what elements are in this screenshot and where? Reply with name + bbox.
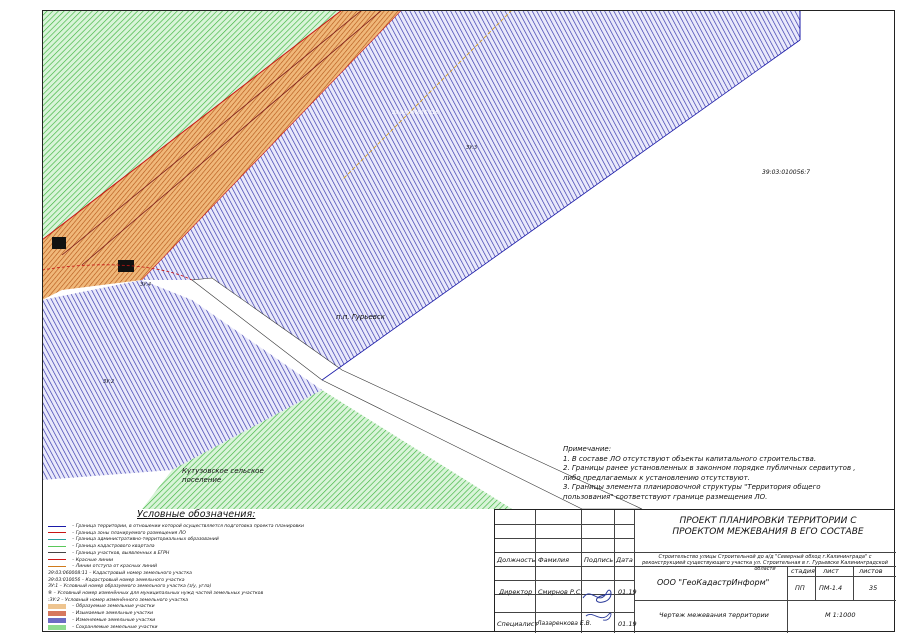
row1-position: Директор <box>499 588 533 596</box>
legend-swatch <box>48 617 66 623</box>
legend: Условные обозначения: – Граница территор… <box>42 509 494 632</box>
orange-corridor <box>42 10 402 300</box>
legend-item: ⑧ – Условный номер изменённых для муници… <box>48 590 263 597</box>
parcel-label-top: 39:03:040016:316 <box>392 110 439 116</box>
legend-swatch <box>48 538 66 541</box>
legend-label: – Граница участков, выявленных в ЕГРН <box>72 550 170 556</box>
object-description: Строительство улицы Строительной до а/д … <box>642 554 888 572</box>
col-date: Дата <box>616 556 633 564</box>
title-block: ПРОЕКТ ПЛАНИРОВКИ ТЕРРИТОРИИ С ПРОЕКТОМ … <box>494 509 896 633</box>
legend-item: – Красные линии <box>48 557 113 564</box>
legend-label: – Граница кадастрового квартала <box>72 544 155 550</box>
legend-swatch <box>48 552 66 554</box>
drawing-name: Чертеж межевания территории <box>659 611 769 619</box>
legend-item: ЗУ:1 – Условный номер образуемого земель… <box>48 583 211 590</box>
legend-swatch <box>48 604 66 610</box>
blue-parcel-left <box>42 280 322 480</box>
scale-value: М 1:1000 <box>825 611 856 619</box>
legend-label: – Изымаемые земельные участки <box>72 611 154 617</box>
legend-item: – Образуемые земельные участки <box>48 603 155 610</box>
legend-swatch <box>48 525 66 528</box>
legend-label: :ЗУ:2 – Условный номер изменённого земел… <box>48 597 189 603</box>
legend-label: – Граница территории, в отношении которо… <box>72 524 304 529</box>
stage-value: ПП <box>795 584 805 592</box>
row1-surname: Смирнов Р.С. <box>538 588 583 596</box>
legend-label: – Граница административно-территориальны… <box>72 537 219 543</box>
legend-label: – Сохраняемые земельные участки <box>72 624 158 630</box>
project-title: ПРОЕКТ ПЛАНИРОВКИ ТЕРРИТОРИИ С ПРОЕКТОМ … <box>672 516 864 537</box>
parcel-number-label: 39:03:010056:7 <box>762 169 811 176</box>
col-signature: Подпись <box>584 556 614 564</box>
legend-item: – Граница участков, выявленных в ЕГРН <box>48 550 169 557</box>
sheet-value: ПМ-1.4 <box>819 584 843 592</box>
green-parcel-bottom <box>142 390 512 509</box>
row2-date: 01.19 <box>618 620 637 628</box>
legend-item: – Граница кадастрового квартала <box>48 543 155 550</box>
legend-swatch <box>48 559 66 561</box>
legend-item: 39:03:010056 – Кадастровый номер земельн… <box>48 577 185 584</box>
signature-director-icon <box>582 589 612 621</box>
legend-label: – Линии отступа от красных линий <box>72 564 158 570</box>
legend-swatch <box>48 611 66 617</box>
zu-label-2: ЗУ:2 <box>103 379 115 385</box>
legend-label: – Образуемые земельные участки <box>72 604 155 610</box>
legend-label: 39:03:060008:11 – Кадастровый номер земе… <box>48 570 192 576</box>
legend-item: – Граница территории, в отношении которо… <box>48 523 304 530</box>
legend-label: – Граница зоны планируемого размещения Л… <box>72 530 186 536</box>
legend-item: – Граница зоны планируемого размещения Л… <box>48 530 186 537</box>
legend-item: – Изымаемые земельные участки <box>48 610 153 617</box>
boundary-marker-icon <box>52 237 66 249</box>
notes-block: Примечание: 1. В составе ЛО отсутствуют … <box>563 445 873 502</box>
legend-item: – Линии отступа от красных линий <box>48 563 157 570</box>
row1-date: 01.19 <box>618 588 637 596</box>
sheet-label: лист <box>823 567 839 575</box>
col-position: Должность <box>497 556 536 564</box>
stage-label: стадия <box>791 567 815 575</box>
legend-item: – Сохраняемые земельные участки <box>48 624 158 631</box>
notes-line-2: 2. Границы ранее установленных в законно… <box>563 464 856 482</box>
sheets-label: листов <box>859 567 883 575</box>
legend-label: – Красные линии <box>72 557 114 563</box>
legend-title: Условные обозначения: <box>137 509 256 520</box>
notes-line-3: 3. Границы элемента планировочной структ… <box>563 483 821 501</box>
legend-label: 39:03:010056 – Кадастровый номер земельн… <box>48 577 185 583</box>
legend-item: 39:03:060008:11 – Кадастровый номер земе… <box>48 570 192 577</box>
notes-title: Примечание: <box>563 445 612 453</box>
sheets-value: 35 <box>869 584 878 592</box>
row2-position: Специалист <box>497 620 539 628</box>
legend-swatch <box>48 545 66 548</box>
blue-parcel-main <box>142 10 800 380</box>
legend-swatch <box>48 565 66 568</box>
legend-label: ЗУ:1 – Условный номер образуемого земель… <box>48 584 212 590</box>
legend-label: – Изменяемые земельные участки <box>72 617 156 623</box>
notes-line-1: 1. В составе ЛО отсутствуют объекты капи… <box>563 454 817 463</box>
map-canvas <box>42 10 801 509</box>
legend-item: – Граница административно-территориальны… <box>48 536 219 543</box>
boundary-marker-icon <box>118 260 134 272</box>
legend-swatch <box>48 532 66 534</box>
legend-label: ⑧ – Условный номер изменённых для муници… <box>48 591 264 596</box>
company-name: ООО "ГеоКадастрИнформ" <box>657 578 770 587</box>
locality-label: п.п. Гурьевск <box>336 313 385 321</box>
settlement-label: Кутузовское сельское поселение <box>182 467 264 484</box>
zu-label-4: ЗУ:4 <box>140 282 152 288</box>
legend-swatch <box>48 624 66 630</box>
row2-surname: Лазаренкова Е.В. <box>537 620 592 627</box>
legend-item: – Изменяемые земельные участки <box>48 617 155 624</box>
legend-item: :ЗУ:2 – Условный номер изменённого земел… <box>48 597 188 604</box>
zu-label-3: ЗУ:3 <box>466 145 478 151</box>
col-surname: Фамилия <box>538 556 569 564</box>
drawing-frame <box>42 10 895 632</box>
